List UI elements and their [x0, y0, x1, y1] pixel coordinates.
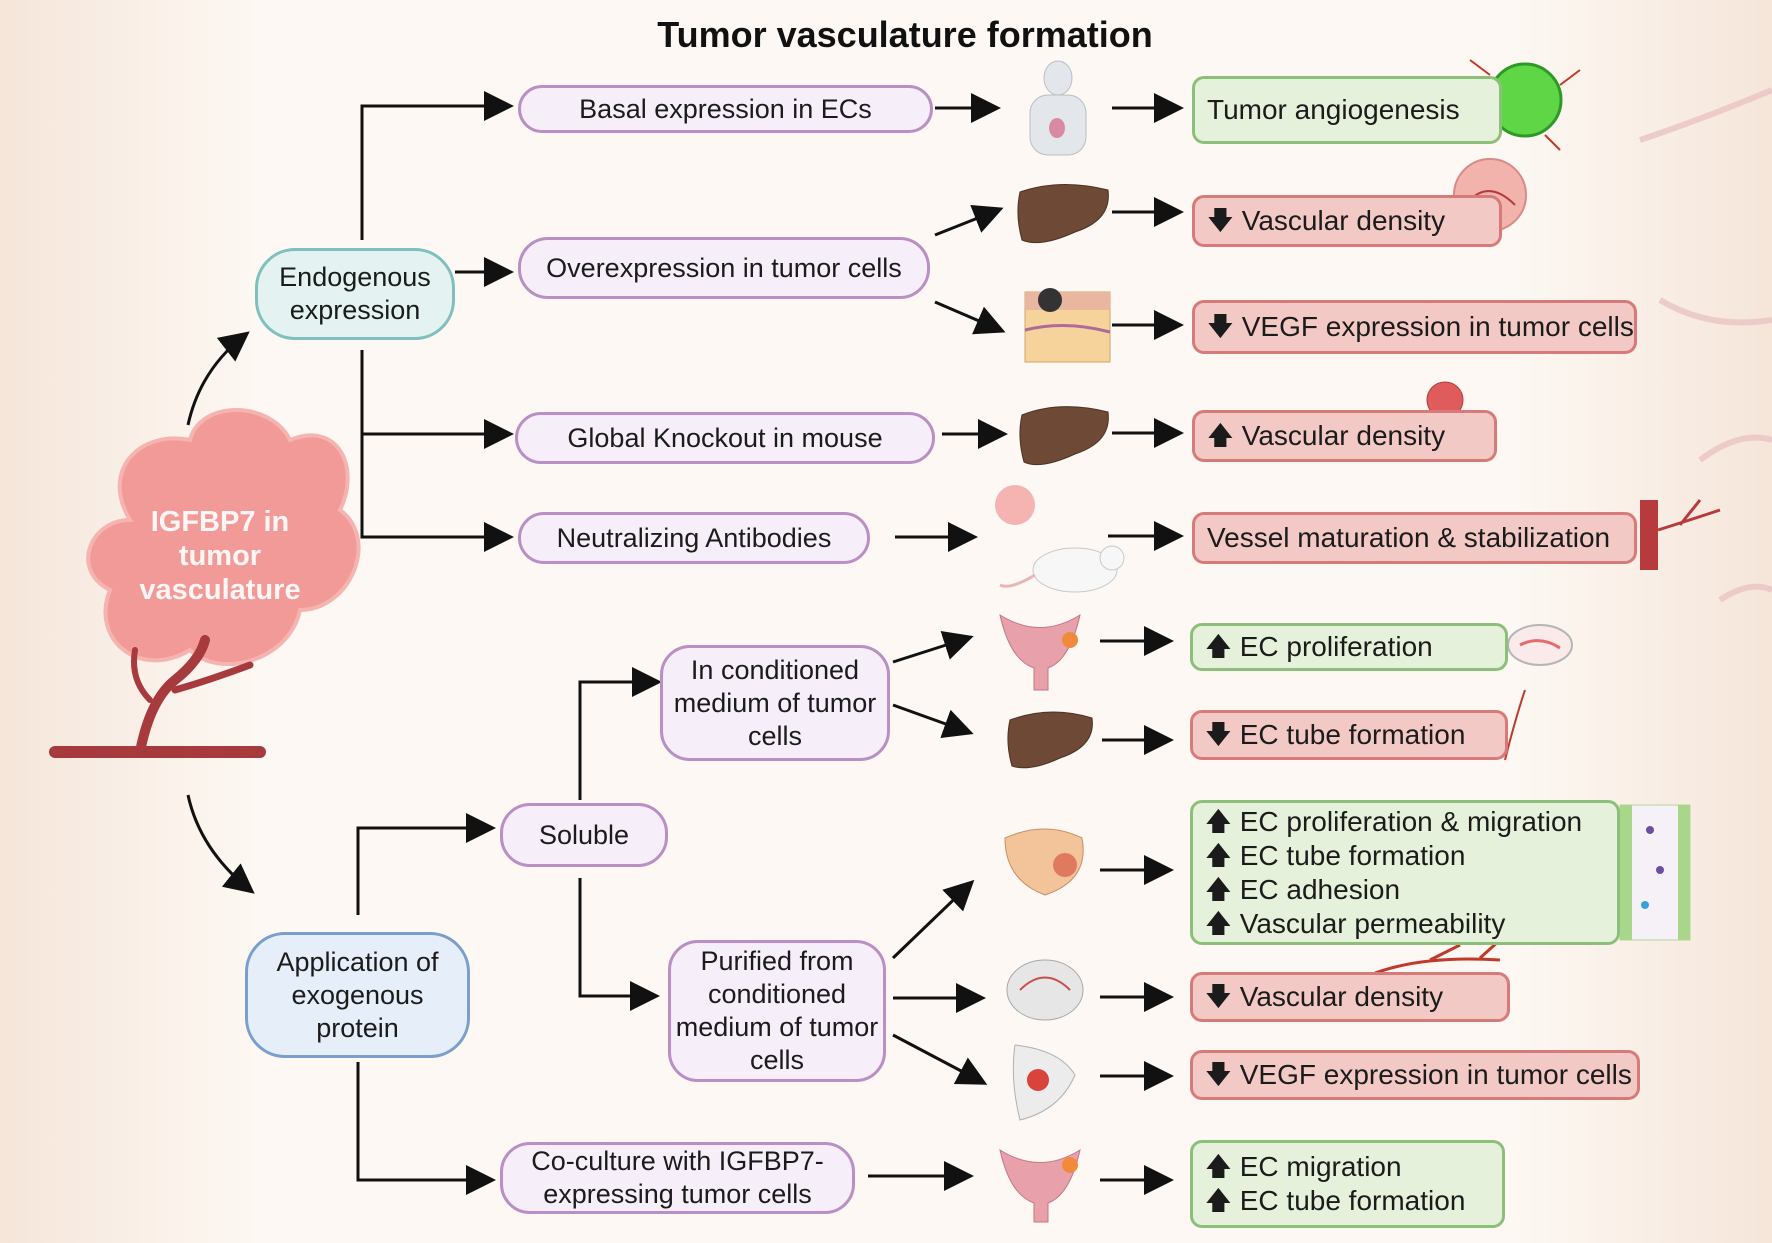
result-vascular-density-decrease: 🡇Vascular density — [1192, 195, 1502, 247]
up-arrow-icon: 🡅 — [1205, 874, 1232, 905]
exogenous-protein-box: Application of exogenous protein — [245, 932, 470, 1058]
method-coculture: Co-culture with IGFBP7-expressing tumor … — [500, 1142, 855, 1214]
result-vegf-decrease: 🡇VEGF expression in tumor cells — [1192, 300, 1637, 354]
result-text: Vascular density — [1241, 205, 1446, 236]
result-ec-proliferation: 🡅EC proliferation — [1190, 623, 1508, 671]
up-arrow-icon: 🡅 — [1205, 840, 1232, 871]
result-text: EC tube formation — [1239, 839, 1466, 871]
result-coculture-effects: 🡅EC migration 🡅EC tube formation — [1190, 1140, 1505, 1228]
method-icon-arrows — [868, 93, 1008, 1191]
result-text: Vascular density — [1239, 981, 1444, 1012]
method-soluble: Soluble — [500, 803, 668, 867]
result-vascular-density-increase: 🡅Vascular density — [1192, 410, 1497, 462]
result-vegf-decrease-2: 🡇VEGF expression in tumor cells — [1190, 1050, 1640, 1100]
human-body-icon — [1029, 60, 1087, 156]
up-arrow-icon: 🡅 — [1205, 1152, 1232, 1182]
result-text: VEGF expression in tumor cells — [1241, 311, 1634, 342]
down-arrow-icon: 🡇 — [1205, 720, 1232, 750]
up-arrow-icon: 🡅 — [1205, 806, 1232, 837]
blood-vessel-icon — [1640, 499, 1721, 570]
result-text: Vessel maturation & stabilization — [1207, 522, 1611, 553]
up-arrow-icon: 🡅 — [1205, 908, 1232, 939]
liver-icon — [1007, 711, 1093, 769]
result-text: EC proliferation & migration — [1239, 805, 1583, 837]
result-vessel-maturation: Vessel maturation & stabilization — [1192, 512, 1637, 564]
method-overexpression: Overexpression in tumor cells — [518, 237, 930, 299]
result-soluble-purified-effects: 🡅EC proliferation & migration 🡅EC tube f… — [1190, 800, 1620, 945]
mouse-icon — [995, 485, 1125, 593]
petri-dish-icon — [1507, 624, 1573, 666]
background-right — [1512, 0, 1772, 1243]
liver-icon — [1019, 406, 1109, 466]
down-arrow-icon: 🡇 — [1207, 312, 1234, 342]
endogenous-connectors — [360, 91, 514, 552]
endogenous-expression-box: Endogenous expression — [255, 248, 455, 340]
result-vascular-density-decrease-2: 🡇Vascular density — [1190, 972, 1510, 1022]
result-text: EC tube formation — [1239, 719, 1466, 750]
icon-result-arrows — [1100, 93, 1184, 1195]
result-text: Vascular density — [1241, 420, 1446, 451]
down-arrow-icon: 🡇 — [1207, 206, 1234, 236]
up-arrow-icon: 🡅 — [1207, 421, 1234, 451]
bladder-icon — [1004, 828, 1084, 896]
result-text: EC proliferation — [1239, 631, 1433, 662]
method-purified: Purified from conditioned medium of tumo… — [668, 940, 886, 1082]
uterus-icon — [999, 613, 1081, 691]
result-text: Tumor angiogenesis — [1207, 94, 1460, 125]
result-text: VEGF expression in tumor cells — [1239, 1059, 1632, 1090]
arrow-to-endogenous — [186, 331, 250, 426]
result-text: EC tube formation — [1239, 1185, 1466, 1216]
uterus-icon — [999, 1148, 1081, 1223]
diagram-title: Tumor vasculature formation — [657, 14, 1153, 55]
vessel-wall-icon — [1619, 804, 1691, 941]
exogenous-connectors — [356, 667, 662, 1195]
down-arrow-icon: 🡇 — [1205, 982, 1232, 1012]
central-cloud-icon — [86, 408, 361, 667]
method-basal: Basal expression in ECs — [518, 85, 933, 133]
central-label: IGFBP7 in tumor vasculature — [139, 506, 301, 606]
arrow-to-exogenous — [186, 794, 255, 894]
result-text: EC adhesion — [1239, 873, 1401, 905]
brain-icon — [1006, 959, 1084, 1021]
blood-vessel-icon — [1504, 689, 1526, 761]
result-ec-tube-formation-decrease: 🡇EC tube formation — [1190, 710, 1508, 760]
up-arrow-icon: 🡅 — [1205, 632, 1232, 662]
blood-vessel-icon — [1369, 938, 1502, 977]
method-antibodies: Neutralizing Antibodies — [518, 512, 870, 564]
up-arrow-icon: 🡅 — [1205, 1186, 1232, 1216]
result-text: EC migration — [1239, 1151, 1402, 1182]
breast-icon — [1012, 1044, 1076, 1121]
method-knockout: Global Knockout in mouse — [515, 412, 935, 464]
background-vessel-icon — [1639, 87, 1772, 603]
skin-tissue-icon — [1024, 288, 1111, 363]
down-arrow-icon: 🡇 — [1205, 1060, 1232, 1090]
method-conditioned: In conditioned medium of tumor cells — [660, 645, 890, 761]
liver-icon — [1017, 184, 1109, 244]
result-tumor-angiogenesis: Tumor angiogenesis — [1192, 76, 1502, 144]
blood-vessel-icon — [49, 635, 266, 758]
result-text: Vascular permeability — [1239, 907, 1506, 939]
